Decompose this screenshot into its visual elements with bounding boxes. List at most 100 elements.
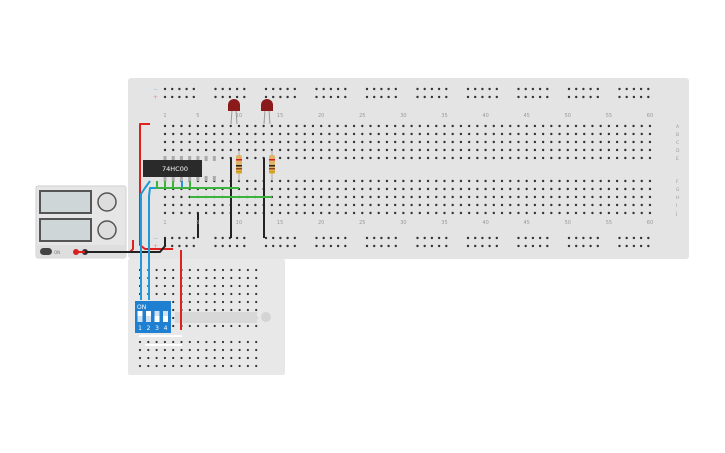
hole[interactable]: [500, 140, 504, 144]
wire-blue-2[interactable]: [148, 181, 183, 300]
hole[interactable]: [205, 340, 208, 344]
hole[interactable]: [385, 132, 389, 136]
rail-hole[interactable]: [336, 236, 340, 240]
rail-hole[interactable]: [423, 244, 426, 248]
hole[interactable]: [541, 195, 545, 199]
rail-hole[interactable]: [567, 87, 571, 91]
hole[interactable]: [393, 140, 397, 144]
hole[interactable]: [287, 156, 290, 160]
hole[interactable]: [443, 187, 446, 191]
hole[interactable]: [467, 211, 471, 215]
hole[interactable]: [138, 356, 142, 360]
hole[interactable]: [352, 124, 356, 128]
hole[interactable]: [246, 276, 249, 280]
hole[interactable]: [459, 148, 463, 152]
hole[interactable]: [319, 156, 323, 160]
hole[interactable]: [270, 187, 274, 191]
hole[interactable]: [500, 211, 504, 215]
hole[interactable]: [435, 124, 438, 128]
rail-hole[interactable]: [466, 236, 470, 240]
hole[interactable]: [270, 124, 274, 128]
hole[interactable]: [230, 268, 233, 272]
rail-hole[interactable]: [430, 244, 434, 248]
hole[interactable]: [303, 156, 306, 160]
rail-hole[interactable]: [329, 236, 333, 240]
hole[interactable]: [500, 148, 504, 152]
hole[interactable]: [238, 276, 241, 280]
rail-hole[interactable]: [336, 244, 340, 248]
hole[interactable]: [213, 124, 216, 128]
hole[interactable]: [574, 148, 578, 152]
hole[interactable]: [287, 187, 290, 191]
hole[interactable]: [517, 156, 520, 160]
hole[interactable]: [648, 179, 652, 183]
hole[interactable]: [459, 203, 463, 207]
hole[interactable]: [435, 179, 438, 183]
rail-hole[interactable]: [647, 244, 650, 248]
hole[interactable]: [197, 308, 200, 312]
hole[interactable]: [361, 211, 364, 215]
hole[interactable]: [172, 284, 175, 288]
rail-hole[interactable]: [380, 87, 383, 91]
rail-hole[interactable]: [589, 236, 592, 240]
hole[interactable]: [615, 156, 619, 160]
hole[interactable]: [410, 156, 413, 160]
hole[interactable]: [237, 140, 241, 144]
hole[interactable]: [574, 156, 578, 160]
hole[interactable]: [230, 324, 233, 328]
hole[interactable]: [525, 203, 528, 207]
rail-hole[interactable]: [524, 87, 527, 91]
hole[interactable]: [541, 187, 545, 191]
hole[interactable]: [147, 364, 150, 368]
hole[interactable]: [640, 203, 643, 207]
hole[interactable]: [311, 179, 315, 183]
hole[interactable]: [221, 308, 225, 312]
hole[interactable]: [624, 124, 627, 128]
hole[interactable]: [574, 211, 578, 215]
hole[interactable]: [344, 148, 348, 152]
hole[interactable]: [238, 292, 241, 296]
hole[interactable]: [476, 124, 479, 128]
hole[interactable]: [509, 156, 512, 160]
hole[interactable]: [451, 124, 454, 128]
hole[interactable]: [607, 148, 611, 152]
hole[interactable]: [352, 203, 356, 207]
hole[interactable]: [336, 187, 339, 191]
hole[interactable]: [607, 124, 611, 128]
hole[interactable]: [311, 132, 315, 136]
hole[interactable]: [459, 195, 463, 199]
hole[interactable]: [402, 132, 405, 136]
hole[interactable]: [352, 211, 356, 215]
hole[interactable]: [377, 195, 380, 199]
hole[interactable]: [541, 140, 545, 144]
hole[interactable]: [369, 132, 372, 136]
rail-hole[interactable]: [517, 87, 520, 91]
hole[interactable]: [197, 340, 200, 344]
rail-hole[interactable]: [416, 95, 419, 99]
hole[interactable]: [213, 211, 216, 215]
rail-hole[interactable]: [639, 87, 643, 91]
hole[interactable]: [640, 211, 643, 215]
rail-hole[interactable]: [214, 244, 217, 248]
hole[interactable]: [393, 132, 397, 136]
rail-hole[interactable]: [589, 95, 592, 99]
hole[interactable]: [591, 124, 594, 128]
rail-hole[interactable]: [495, 236, 498, 240]
hole[interactable]: [311, 203, 315, 207]
hole[interactable]: [541, 124, 545, 128]
hole[interactable]: [377, 156, 380, 160]
rail-hole[interactable]: [538, 244, 542, 248]
rail-hole[interactable]: [286, 236, 289, 240]
hole[interactable]: [246, 124, 249, 128]
hole[interactable]: [352, 140, 356, 144]
hole[interactable]: [533, 211, 537, 215]
hole[interactable]: [484, 195, 487, 199]
hole[interactable]: [525, 124, 528, 128]
hole[interactable]: [278, 124, 282, 128]
hole[interactable]: [303, 187, 306, 191]
hole[interactable]: [287, 203, 290, 207]
rail-hole[interactable]: [192, 95, 195, 99]
hole[interactable]: [385, 140, 389, 144]
hole[interactable]: [640, 124, 643, 128]
hole[interactable]: [393, 156, 397, 160]
